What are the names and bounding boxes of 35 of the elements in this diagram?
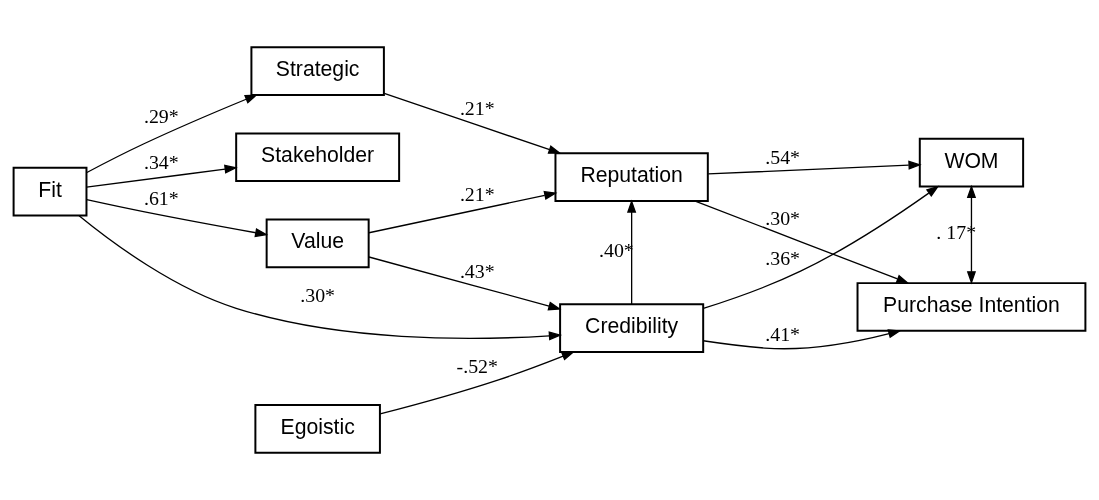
edge-label: .29* xyxy=(143,104,179,127)
arrow xyxy=(627,199,637,305)
arrow xyxy=(702,329,902,350)
arrow xyxy=(368,190,558,234)
node-box: Purchase Intention xyxy=(856,282,1087,332)
arrow xyxy=(707,160,922,175)
node-box: Strategic xyxy=(250,46,385,96)
edge-label: -.52* xyxy=(456,355,498,378)
edge-label: .61* xyxy=(143,186,179,209)
node-box: Credibility xyxy=(559,303,705,353)
node-box: Fit xyxy=(12,166,88,217)
edge-label: .43* xyxy=(459,259,495,282)
arrow xyxy=(383,92,562,154)
edge-label: .30* xyxy=(765,206,801,229)
arrow xyxy=(368,256,562,311)
edge-label: .54* xyxy=(765,145,801,168)
node-box: WOM xyxy=(918,137,1025,188)
edge-label: .21* xyxy=(459,96,495,119)
arrow xyxy=(379,351,575,415)
node-box: Value xyxy=(265,218,370,269)
edge-label: .36* xyxy=(765,246,801,269)
node-box: Stakeholder xyxy=(235,132,401,183)
arrow xyxy=(86,94,259,174)
edge-label: .30* xyxy=(300,283,336,306)
node-box: Reputation xyxy=(554,152,709,202)
arrow xyxy=(694,200,910,284)
arrow xyxy=(78,215,563,341)
arrow xyxy=(85,164,238,188)
arrow xyxy=(86,198,269,238)
edge-label: .41* xyxy=(765,323,801,346)
arrow xyxy=(702,185,940,310)
arrow xyxy=(966,184,977,285)
edge-label: .34* xyxy=(143,151,179,174)
edge-label: .21* xyxy=(459,182,495,205)
node-box: Egoistic xyxy=(254,404,381,454)
